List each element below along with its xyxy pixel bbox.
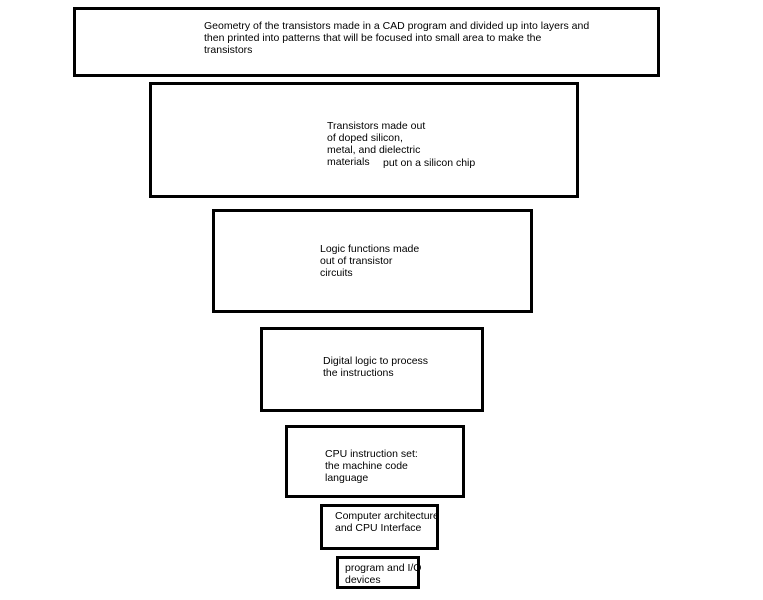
level-text-transistors-chip: put on a silicon chip xyxy=(383,157,476,169)
level-text-logic-functions: Logic functions made out of transistor c… xyxy=(320,243,420,279)
level-text-computer-architecture: Computer architecture and CPU Interface xyxy=(335,510,439,534)
level-text-digital-logic: Digital logic to process the instruction… xyxy=(323,355,429,379)
level-text-geometry: Geometry of the transistors made in a CA… xyxy=(204,20,590,56)
level-box-program-io xyxy=(336,556,420,589)
level-box-cpu-instruction-set xyxy=(285,425,465,498)
level-text-cpu-instruction-set: CPU instruction set: the machine code la… xyxy=(325,448,418,484)
level-box-digital-logic xyxy=(260,327,484,412)
level-text-program-io: program and I/O devices xyxy=(345,562,422,586)
level-box-logic-functions xyxy=(212,209,533,313)
level-box-computer-architecture xyxy=(320,504,439,550)
level-box-transistors xyxy=(149,82,579,198)
level-text-transistors: Transistors made out of doped silicon, m… xyxy=(327,120,426,168)
level-box-geometry xyxy=(73,7,660,77)
